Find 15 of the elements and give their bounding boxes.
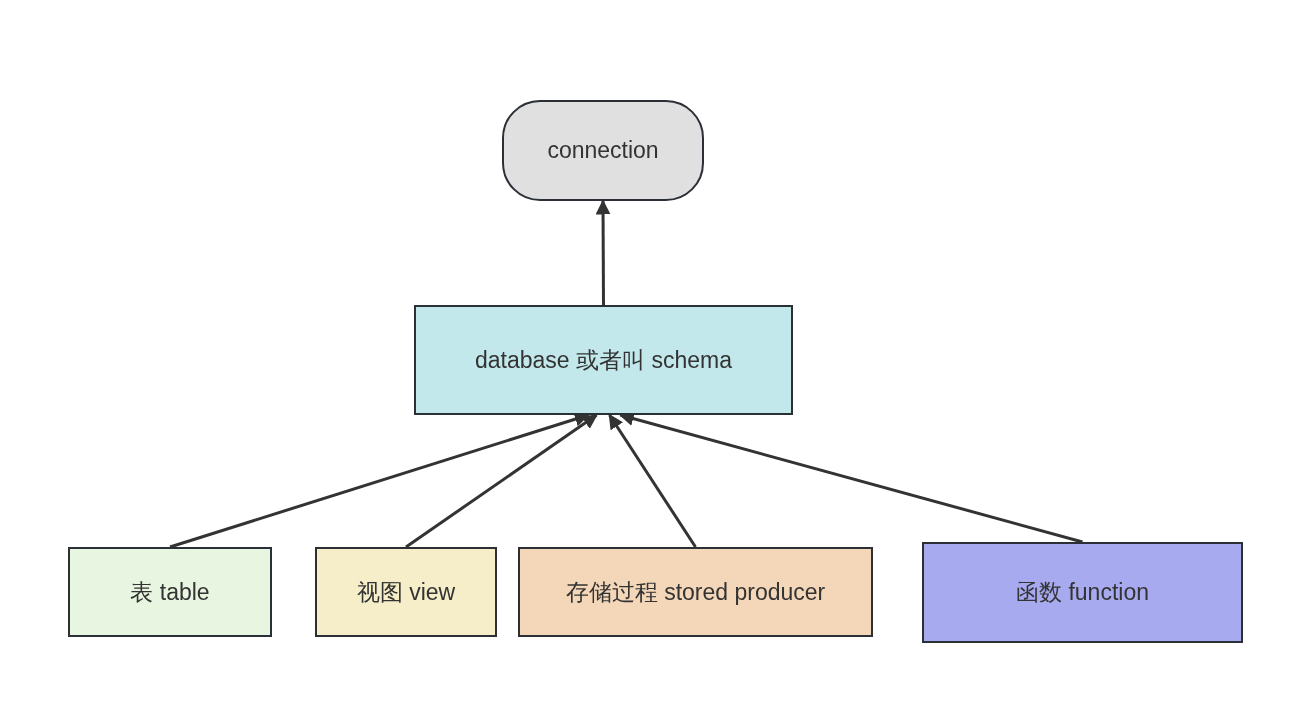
node-label: database 或者叫 schema [475, 345, 732, 375]
arrow [595, 199, 611, 305]
process-box [922, 542, 1243, 643]
process-box [68, 547, 272, 637]
node-label: 存储过程 stored producer [565, 577, 826, 607]
process-box [414, 305, 793, 415]
node-label: 视图 view [356, 577, 456, 607]
terminal-box [502, 100, 704, 201]
process-box [518, 547, 873, 637]
node-label: 表 table [130, 577, 210, 607]
node-label: 函数 function [1016, 578, 1149, 607]
node-label: connection [547, 137, 659, 164]
process-box [315, 547, 497, 637]
arrow [608, 413, 697, 548]
arrow [405, 413, 598, 549]
